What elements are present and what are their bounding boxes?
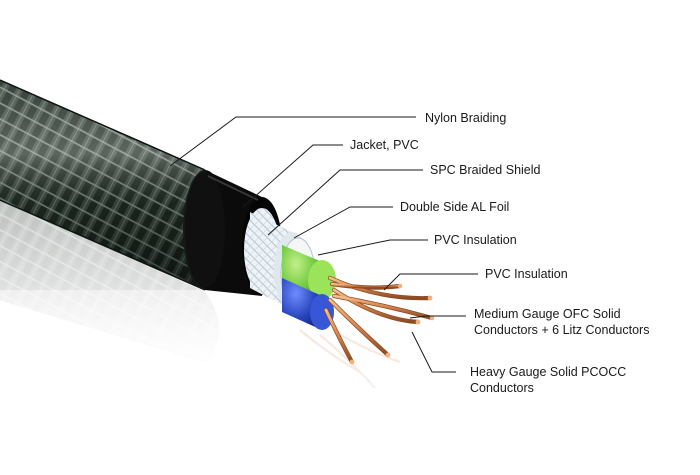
label-line: Medium Gauge OFC Solid <box>474 307 621 321</box>
leader-lines <box>169 116 478 373</box>
label-double-side-al-foil: Double Side AL Foil <box>400 200 510 214</box>
label-spc-braided-shield: SPC Braided Shield <box>430 163 541 177</box>
label-nylon-braiding: Nylon Braiding <box>425 111 507 125</box>
label-line: Conductors + 6 Litz Conductors <box>474 323 650 337</box>
label-line: Conductors <box>470 381 534 395</box>
insulated-cores <box>282 245 336 330</box>
label-heavy-gauge-conductors: Heavy Gauge Solid PCOCC Conductors <box>470 364 626 396</box>
copper-conductors <box>323 275 435 365</box>
label-pvc-insulation-2: PVC Insulation <box>485 267 568 281</box>
label-line: Heavy Gauge Solid PCOCC <box>470 365 627 379</box>
label-jacket-pvc: Jacket, PVC <box>350 138 419 152</box>
label-medium-gauge-conductors: Medium Gauge OFC Solid Conductors + 6 Li… <box>474 306 649 338</box>
label-pvc-insulation-1: PVC Insulation <box>434 233 517 247</box>
